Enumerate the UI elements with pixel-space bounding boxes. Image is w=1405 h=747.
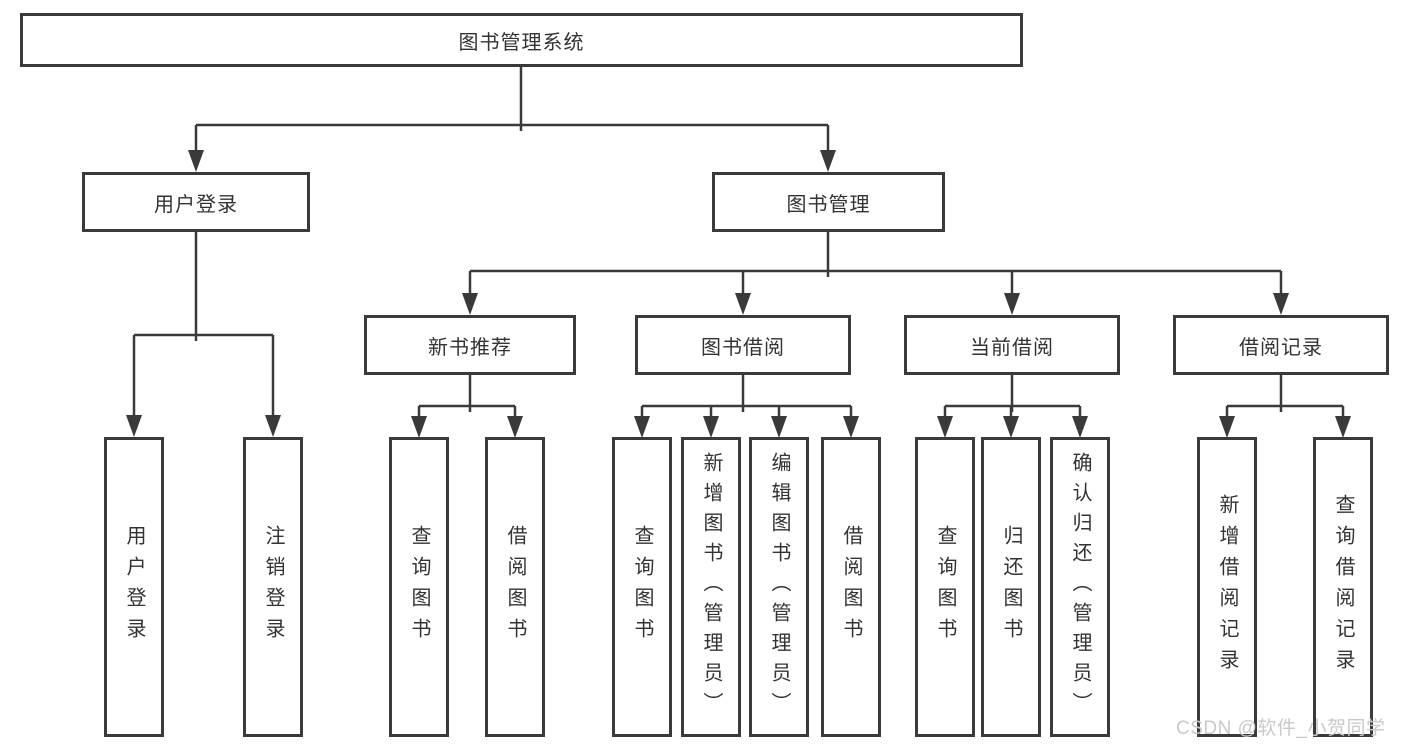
node-leaf-edit-books-admin: 编辑图书（管理员）	[749, 437, 809, 737]
node-leaf-current-query-books: 查询图书	[915, 437, 975, 737]
node-leaf-return-books: 归还图书	[981, 437, 1041, 737]
leaf-label: 注销登录	[262, 525, 284, 649]
leaf-label: 借阅图书	[840, 525, 862, 649]
watermark: CSDN @软件_小贺同学	[1176, 718, 1386, 739]
leaf-label: 编辑图书（管理员）	[768, 452, 790, 722]
leaf-label: 查询图书	[631, 525, 653, 649]
node-book-management: 图书管理	[712, 172, 945, 232]
node-leaf-confirm-return-admin: 确认归还（管理员）	[1050, 437, 1110, 737]
node-user-login: 用户登录	[82, 172, 310, 232]
node-root: 图书管理系统	[20, 13, 1023, 67]
connector-current-borrow-to-leaves	[937, 375, 1088, 438]
node-leaf-borrow-query-books: 查询图书	[612, 437, 672, 737]
node-borrow-record: 借阅记录	[1173, 315, 1389, 375]
connector-book-borrow-to-leaves	[634, 375, 859, 438]
leaf-label: 查询借阅记录	[1332, 494, 1354, 680]
node-leaf-query-borrow-record: 查询借阅记录	[1313, 437, 1373, 737]
leaf-label: 查询图书	[934, 525, 956, 649]
leaf-label: 确认归还（管理员）	[1069, 452, 1091, 722]
node-leaf-recommend-query-books: 查询图书	[389, 437, 449, 737]
node-leaf-add-books-admin: 新增图书（管理员）	[681, 437, 741, 737]
leaf-label: 新增图书（管理员）	[700, 452, 722, 722]
leaf-label: 归还图书	[1000, 525, 1022, 649]
node-new-book-recommend: 新书推荐	[364, 315, 576, 375]
leaf-label: 用户登录	[123, 525, 145, 649]
node-leaf-logout: 注销登录	[243, 437, 303, 737]
node-leaf-borrow-borrow-books: 借阅图书	[821, 437, 881, 737]
connector-user-login-to-leaves	[126, 232, 281, 437]
leaf-label: 查询图书	[408, 525, 430, 649]
node-leaf-user-login: 用户登录	[104, 437, 164, 737]
leaf-label: 新增借阅记录	[1216, 494, 1238, 680]
node-leaf-add-borrow-record: 新增借阅记录	[1197, 437, 1257, 737]
node-leaf-recommend-borrow-books: 借阅图书	[485, 437, 545, 737]
node-book-borrow: 图书借阅	[635, 315, 851, 375]
connector-new-book-to-leaves	[411, 375, 523, 438]
connector-book-mgmt-to-level3	[462, 232, 1289, 315]
connector-borrow-record-to-leaves	[1219, 375, 1351, 438]
leaf-label: 借阅图书	[504, 525, 526, 649]
node-current-borrow: 当前借阅	[904, 315, 1120, 375]
connector-root-to-level2	[188, 67, 836, 172]
